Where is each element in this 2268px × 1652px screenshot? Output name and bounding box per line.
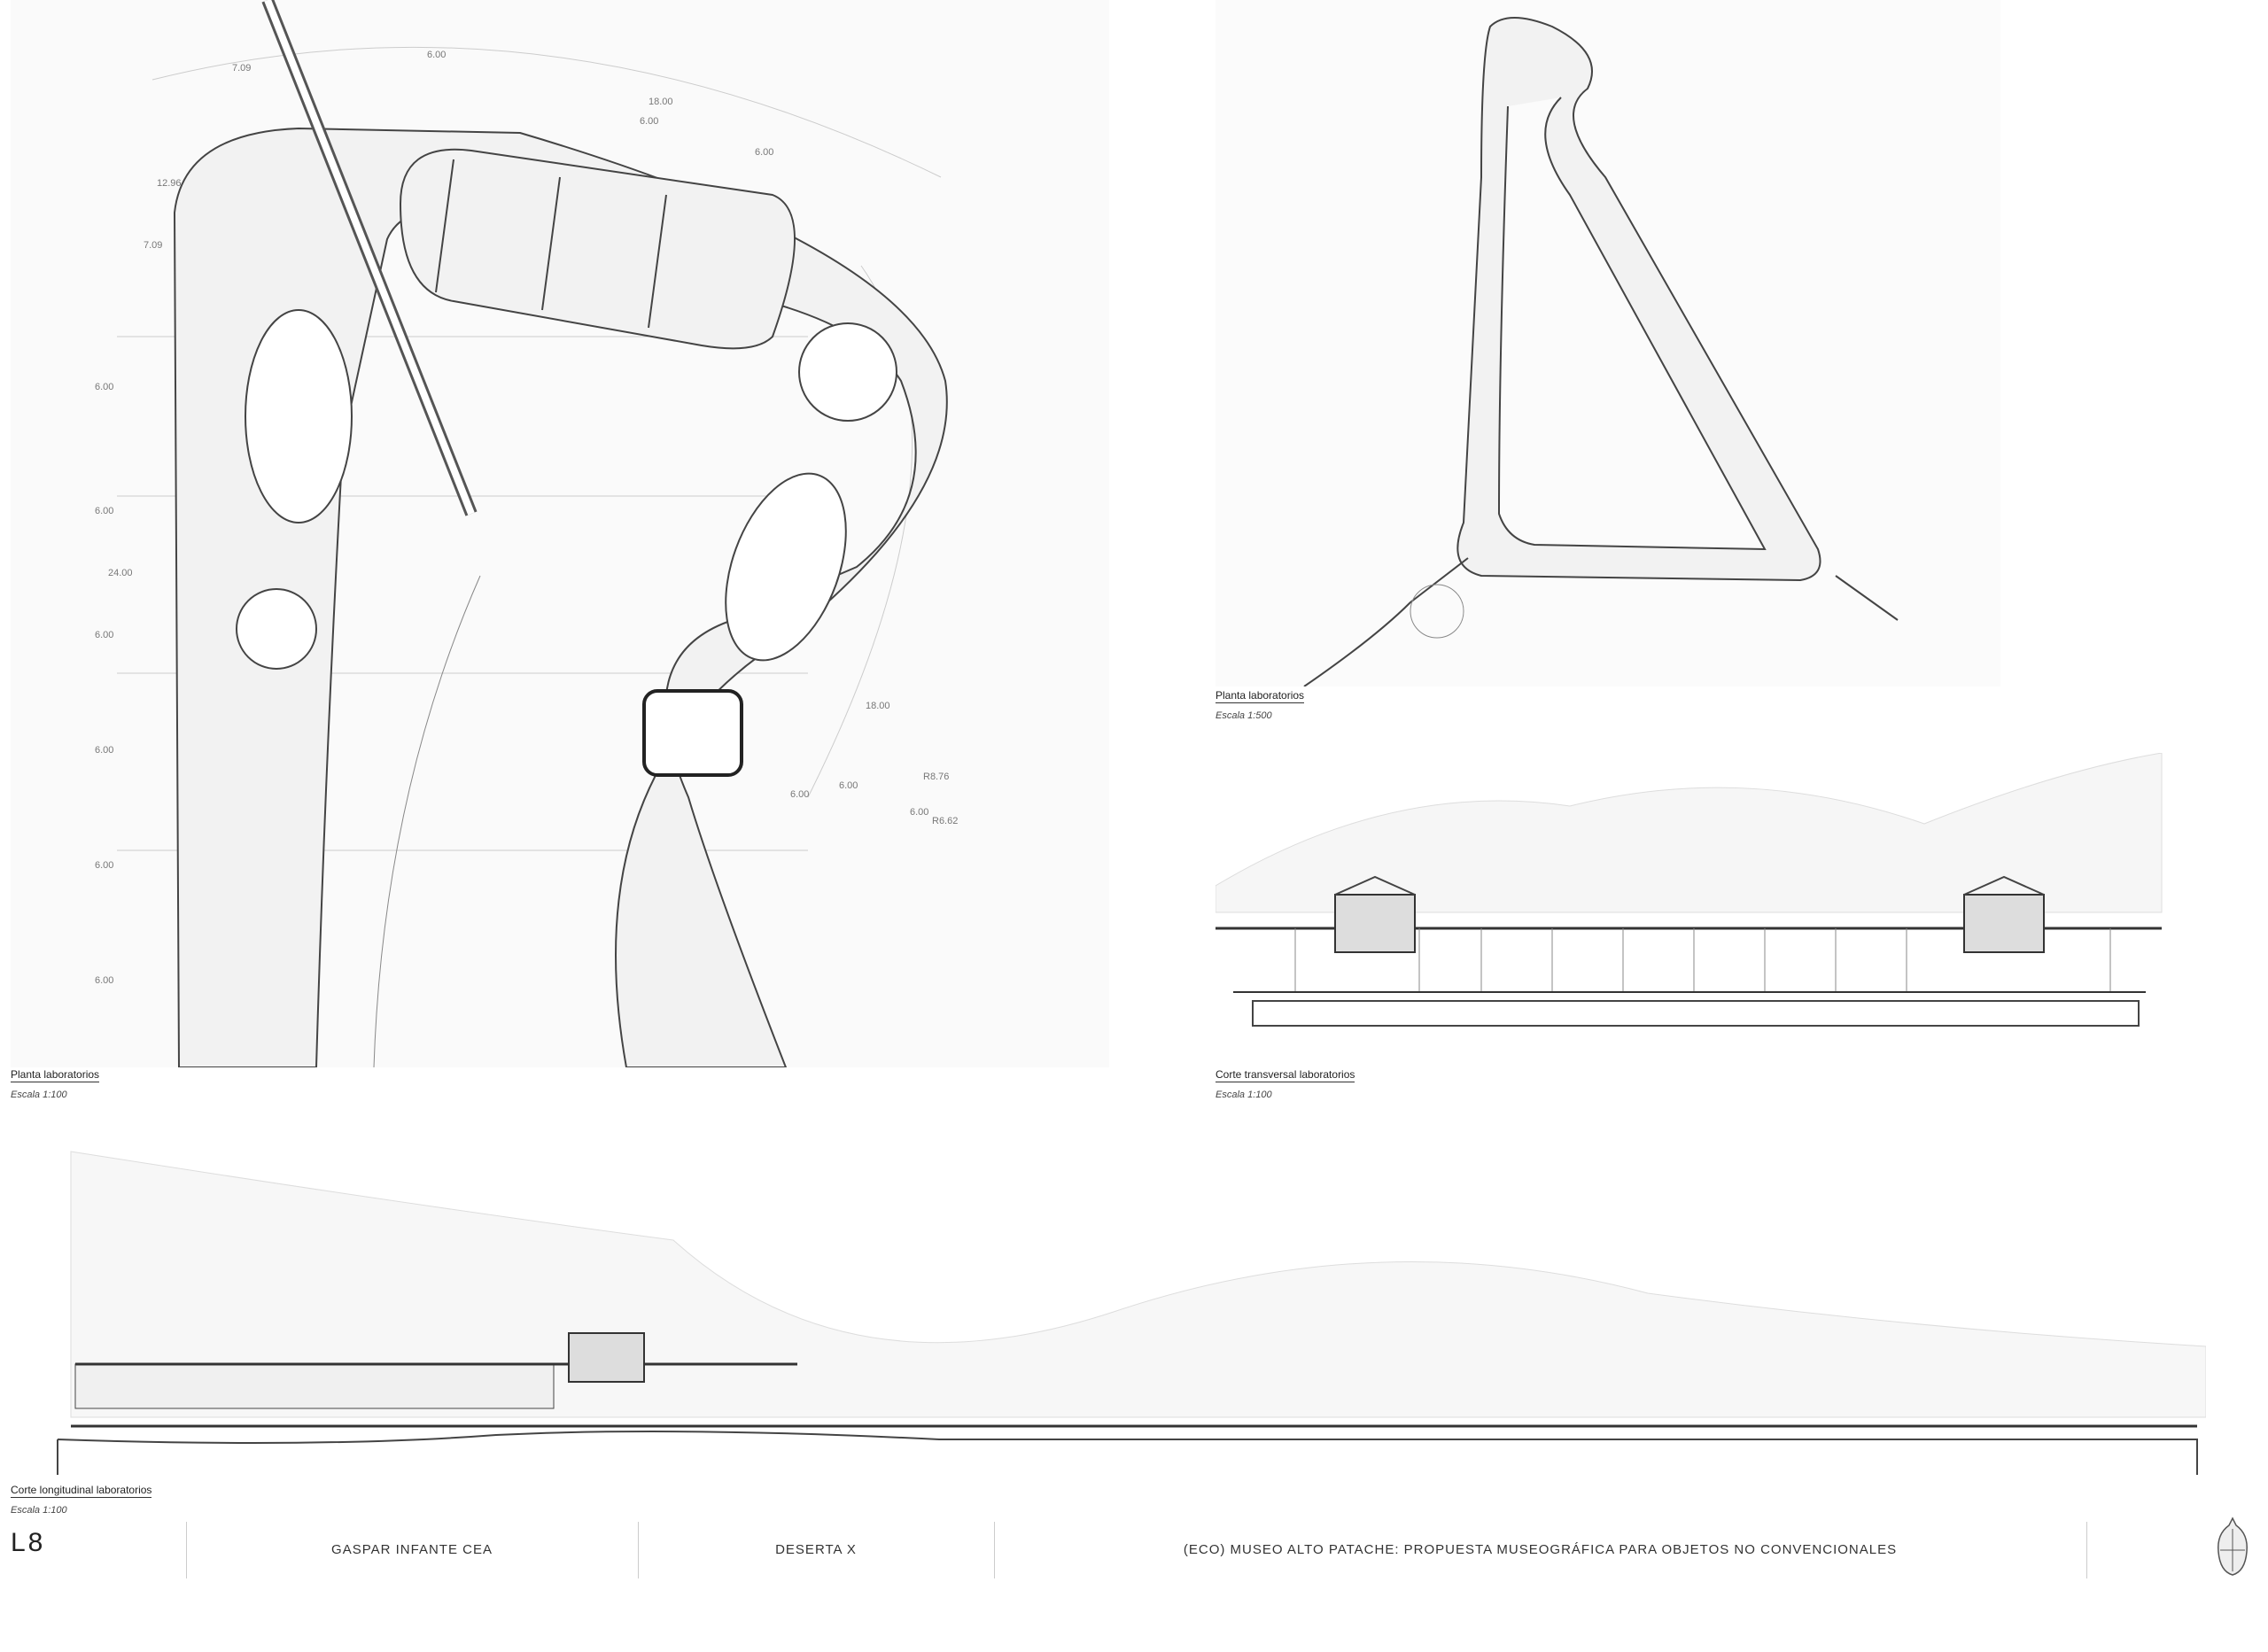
dimension-label: 6.00	[95, 382, 113, 392]
university-seal-icon	[2218, 1516, 2248, 1576]
footer-divider	[2086, 1522, 2087, 1578]
longitudinal-section-scale: Escala 1:100	[11, 1505, 67, 1516]
dimension-label: 6.00	[95, 506, 113, 516]
cross-section-drawing	[1216, 753, 2163, 1027]
site-plan-scale: Escala 1:500	[1216, 710, 1272, 721]
dimension-label: R8.76	[923, 772, 949, 782]
longitudinal-section-drawing	[57, 1151, 2206, 1475]
dimension-label: 7.09	[232, 63, 251, 74]
floor-plan-drawing: 7.09 6.00 18.00 6.00 6.00 12.96 7.09 6.00 6.00 24…	[11, 0, 1109, 1067]
dimension-label: 6.00	[755, 147, 773, 158]
footer-divider	[186, 1522, 187, 1578]
dimension-label: 6.00	[910, 807, 928, 818]
author-name: GASPAR INFANTE CEA	[331, 1542, 493, 1557]
dimension-label: 7.09	[144, 240, 162, 251]
footer-divider	[638, 1522, 639, 1578]
dimension-label: 6.00	[640, 116, 658, 127]
footer-divider	[994, 1522, 995, 1578]
longitudinal-section-title: Corte longitudinal laboratorios	[11, 1484, 152, 1498]
dimension-label: 18.00	[649, 97, 673, 107]
cross-section-title: Corte transversal laboratorios	[1216, 1068, 1355, 1082]
floor-plan-scale: Escala 1:100	[11, 1090, 67, 1100]
dimension-label: 18.00	[866, 701, 890, 711]
floor-plan-title: Planta laboratorios	[11, 1068, 100, 1082]
dimension-label: 6.00	[839, 780, 858, 791]
course-name: DESERTA X	[775, 1542, 857, 1557]
dimension-label: 6.00	[95, 860, 113, 871]
site-plan-title: Planta laboratorios	[1216, 689, 1305, 703]
dimension-label: 6.00	[427, 50, 446, 60]
dimension-label: 6.00	[790, 789, 809, 800]
dimension-label: 24.00	[108, 568, 133, 578]
dimension-label: 6.00	[95, 745, 113, 756]
project-title: (ECO) MUSEO ALTO PATACHE: PROPUESTA MUSE…	[1183, 1542, 1898, 1557]
dimension-label: R6.62	[932, 816, 958, 826]
dimension-label: 6.00	[95, 975, 113, 986]
dimension-label: 12.96	[157, 178, 182, 189]
cross-section-scale: Escala 1:100	[1216, 1090, 1272, 1100]
sheet-number: L8	[11, 1528, 46, 1557]
dimension-label: 6.00	[95, 630, 113, 640]
site-plan-drawing	[1216, 0, 2000, 686]
